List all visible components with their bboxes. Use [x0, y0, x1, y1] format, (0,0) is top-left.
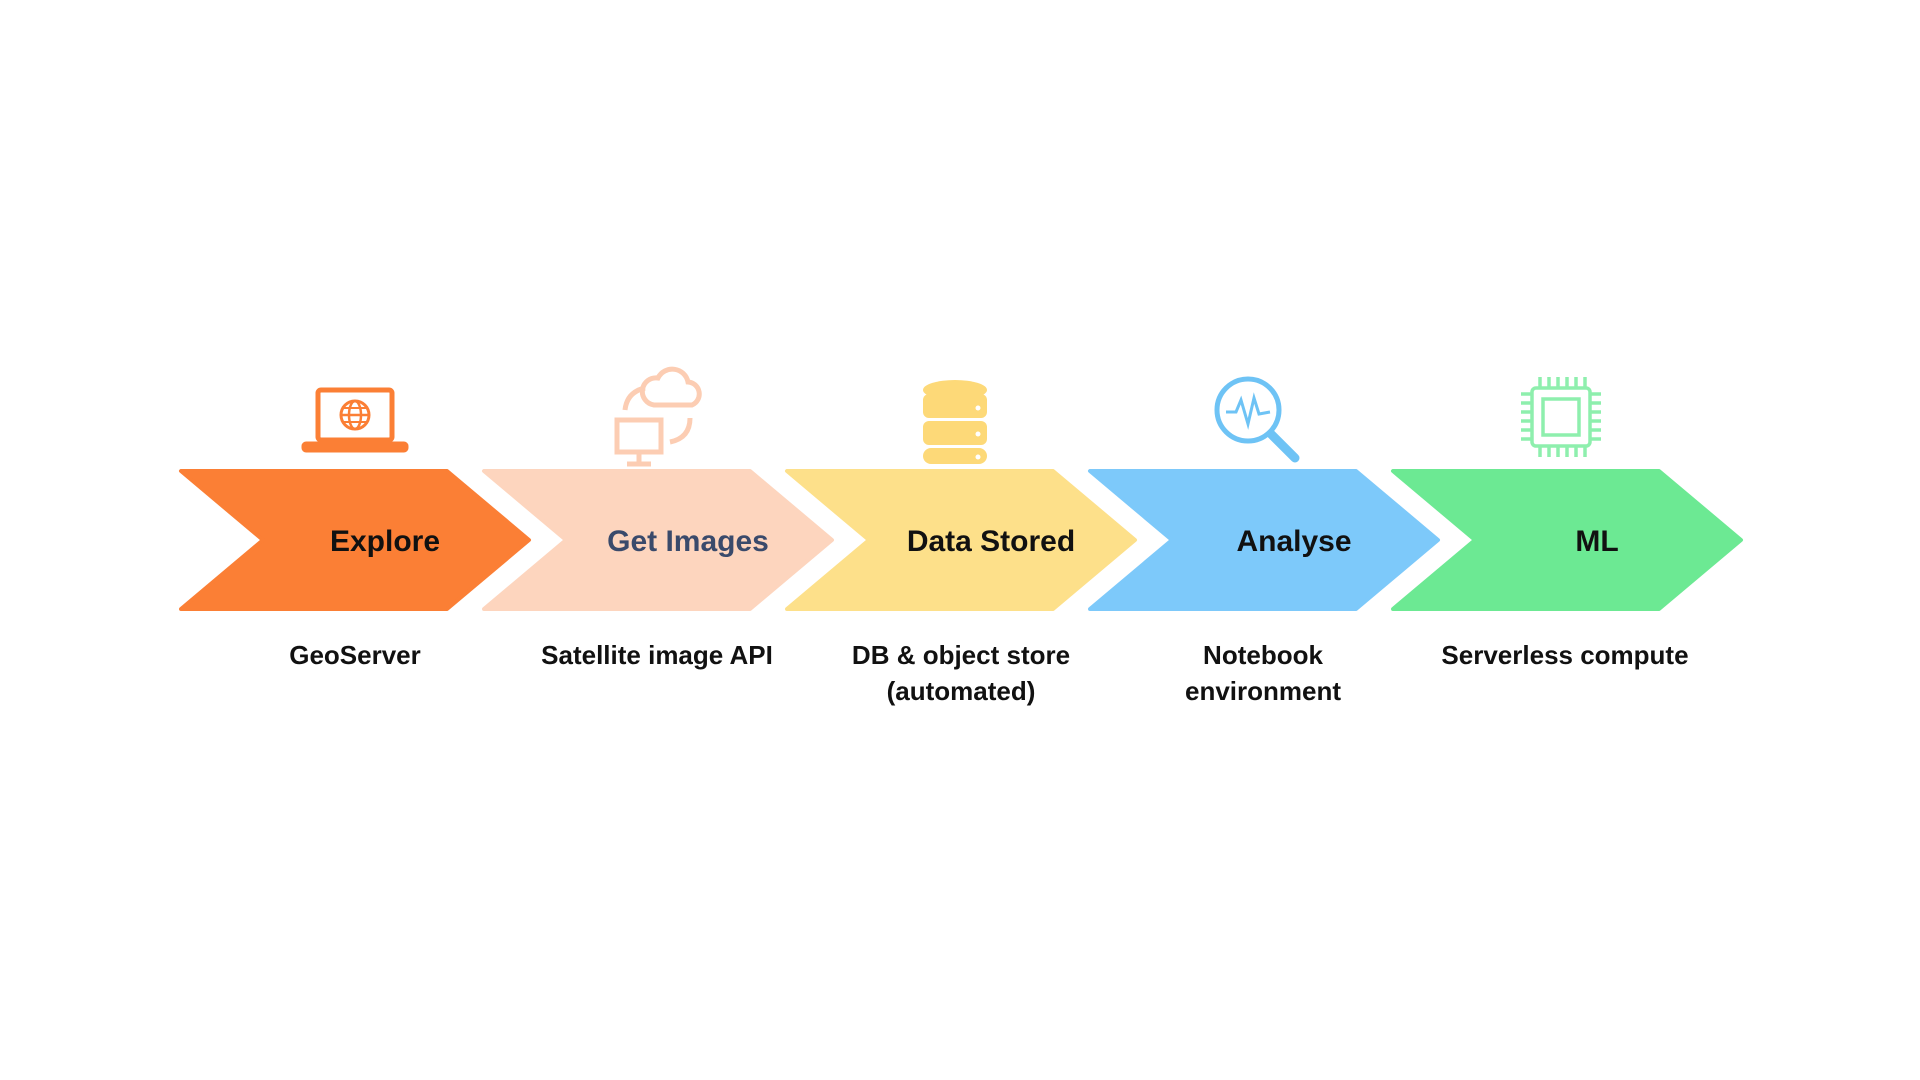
step-title: Get Images: [607, 525, 769, 558]
chevron-ml: [1391, 469, 1743, 611]
step-subtitle: (automated): [887, 676, 1036, 706]
step-subtitle: environment: [1185, 676, 1341, 706]
step-subtitle: Notebook: [1203, 640, 1323, 670]
step-subtitle: Serverless compute: [1441, 640, 1688, 670]
step-title: Data Stored: [907, 525, 1075, 558]
database-icon: [923, 380, 987, 464]
chevron-get-images: [482, 469, 834, 611]
cloud-sync-monitor-icon: [614, 366, 702, 467]
step-subtitle: Satellite image API: [541, 640, 773, 670]
cpu-chip-icon: [1521, 377, 1601, 457]
magnifier-pulse-icon: [1214, 376, 1300, 463]
step-title: ML: [1575, 525, 1618, 558]
chevron-explore: [179, 469, 531, 611]
chevron-data-stored: [785, 469, 1137, 611]
step-subtitle: GeoServer: [289, 640, 421, 670]
step-title: Explore: [330, 525, 440, 558]
step-title: Analyse: [1236, 525, 1351, 558]
laptop-globe-icon: [301, 387, 409, 453]
chevron-analyse: [1088, 469, 1440, 611]
step-subtitle: DB & object store: [852, 640, 1070, 670]
